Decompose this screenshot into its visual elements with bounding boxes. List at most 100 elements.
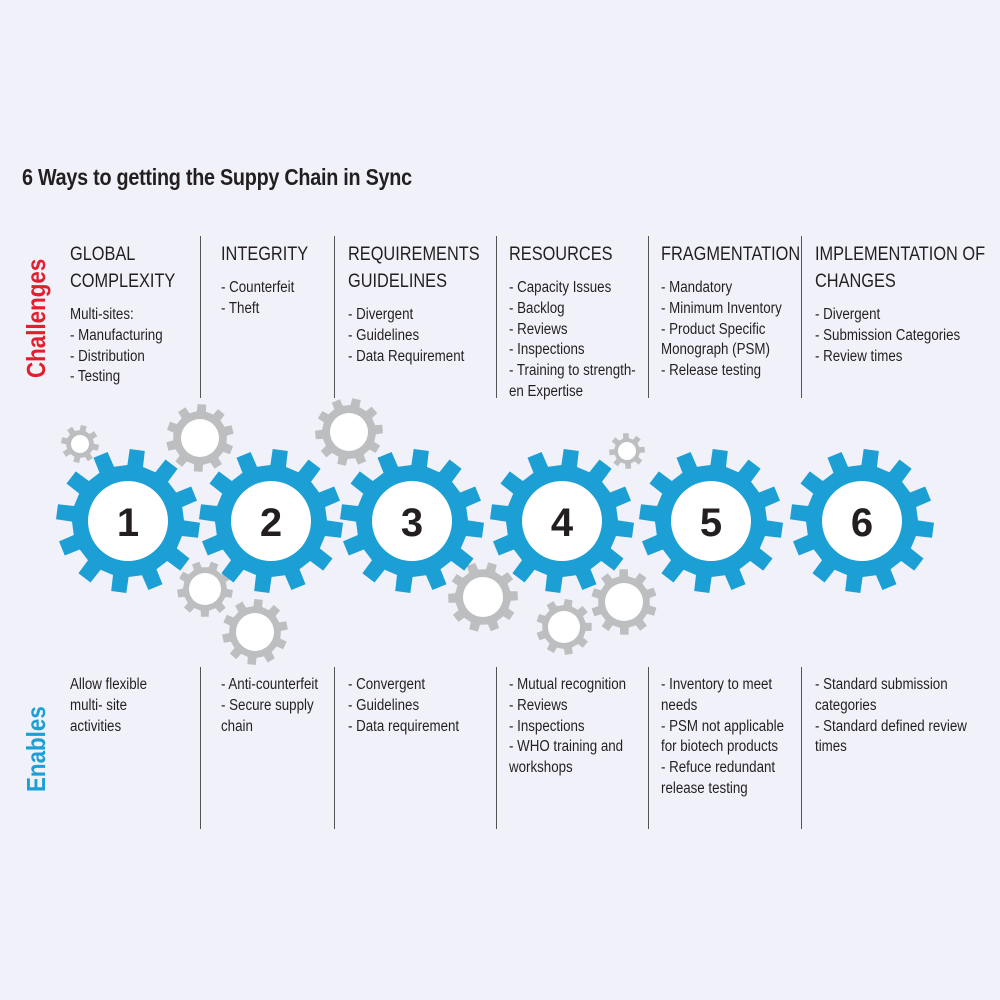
enable-column: - Inventory to meet needs - PSM not applic… <box>648 667 804 829</box>
challenge-heading: IMPLEMENTATION OF CHANGES <box>815 241 1000 295</box>
challenge-item: - Counterfeit <box>221 279 295 296</box>
challenge-item: - Theft <box>221 299 260 317</box>
challenge-item: - Review times <box>815 347 903 365</box>
enable-column: - Standard submission categories - Standar… <box>801 667 992 829</box>
challenge-item: - Capacity Issues <box>509 279 612 296</box>
challenge-heading: INTEGRITY <box>221 241 322 268</box>
challenge-item: - Mandatory <box>661 279 733 296</box>
challenge-column: INTEGRITY - Counterfeit - Theft <box>200 236 322 398</box>
challenge-heading-line: IMPLEMENTATION OF <box>815 244 986 265</box>
challenge-item: en Expertise <box>509 382 584 400</box>
gray-gear-icon-hole <box>618 442 636 460</box>
challenge-column: IMPLEMENTATION OF CHANGES - Divergent- Sub… <box>801 236 1000 398</box>
gray-gear-icon-hole <box>71 435 89 453</box>
challenge-heading-line: GUIDELINES <box>348 271 447 292</box>
challenge-column: REQUIREMENTS GUIDELINES - Divergent - Guide… <box>334 236 501 398</box>
enable-item: release testing <box>661 779 748 797</box>
challenge-column: FRAGMENTATION - Mandatory - Minimum Invent… <box>648 236 823 398</box>
enable-column: - Convergent - Guidelines - Data requireme… <box>334 667 477 829</box>
challenge-item: - Training to strength- <box>509 362 636 380</box>
challenge-heading-line: COMPLEXITY <box>70 271 176 292</box>
enable-item: - Anti-counterfeit <box>221 676 319 693</box>
enable-item: workshops <box>509 759 573 777</box>
enable-item: needs <box>661 696 698 714</box>
enable-item: - Refuce redundant <box>661 759 776 777</box>
challenge-list: - Mandatory - Minimum Inventory - Product … <box>661 278 823 382</box>
enable-column: Allow flexible multi- site activities <box>70 667 160 829</box>
enable-item: for biotech products <box>661 738 779 756</box>
challenge-heading-line: CHANGES <box>815 271 896 292</box>
enable-item: - Inventory to meet <box>661 676 773 693</box>
numbered-gear-icon-hole <box>88 481 168 561</box>
challenge-item: - Minimum Inventory <box>661 299 782 317</box>
enable-item: - Secure supply <box>221 696 314 714</box>
challenge-item: - Backlog <box>509 299 565 317</box>
gray-gear-icon-hole <box>236 613 274 651</box>
enable-item: multi- site <box>70 696 128 714</box>
challenge-heading-line: RESOURCES <box>509 244 613 265</box>
enable-item: - PSM not applicable <box>661 717 785 735</box>
challenge-item: - Release testing <box>661 362 762 380</box>
challenge-heading: REQUIREMENTS GUIDELINES <box>348 241 501 295</box>
challenge-item: - Submission Categories <box>815 326 961 344</box>
challenge-heading: RESOURCES <box>509 241 656 268</box>
numbered-gear-icon-hole <box>231 481 311 561</box>
challenge-list: Multi-sites: - Manufacturing - Distributio… <box>70 305 192 388</box>
enable-item: categories <box>815 696 877 714</box>
numbered-gear-icon-hole <box>522 481 602 561</box>
challenge-list: - Divergent - Guidelines - Data Requiremen… <box>348 305 501 367</box>
gray-gear-icon-hole <box>181 419 219 457</box>
page-title: 6 Ways to getting the Suppy Chain in Syn… <box>22 164 412 190</box>
challenge-heading: GLOBAL COMPLEXITY <box>70 241 192 295</box>
challenge-heading-line: REQUIREMENTS <box>348 244 480 265</box>
challenge-item: Monograph (PSM) <box>661 341 770 359</box>
challenge-heading-line: GLOBAL <box>70 244 136 265</box>
gear-number: 2 <box>260 501 282 545</box>
gray-gear-icon-hole <box>605 583 643 621</box>
challenge-heading-line: INTEGRITY <box>221 244 309 265</box>
enable-item: - Reviews <box>509 696 568 714</box>
gray-gear-icon-hole <box>330 413 368 451</box>
challenge-intro: Multi-sites: <box>70 306 134 323</box>
challenge-item: - Manufacturing <box>70 326 163 344</box>
enable-item: - Standard defined review <box>815 717 967 735</box>
challenge-column: RESOURCES - Capacity Issues - Backlog - Rev… <box>496 236 656 400</box>
challenge-column: GLOBAL COMPLEXITY Multi-sites: - Manufactur… <box>70 236 192 398</box>
enable-item: - Data requirement <box>348 717 460 735</box>
gear-number: 3 <box>401 501 423 545</box>
challenge-list: - Counterfeit - Theft <box>221 278 322 320</box>
enable-item: - Inspections <box>509 717 585 735</box>
challenge-item: - Guidelines <box>348 326 420 344</box>
challenge-heading: FRAGMENTATION <box>661 241 823 268</box>
gray-gear-icon-hole <box>189 573 221 605</box>
gear-number: 5 <box>700 501 722 545</box>
numbered-gear-icon-hole <box>671 481 751 561</box>
numbered-gear-icon-hole <box>372 481 452 561</box>
challenge-item: - Divergent <box>348 306 414 323</box>
gray-gear-icon-hole <box>463 577 503 617</box>
enable-item: Allow flexible <box>70 676 148 693</box>
enable-item: - Guidelines <box>348 696 420 714</box>
challenge-item: - Product Specific <box>661 320 766 338</box>
challenge-list: - Capacity Issues - Backlog - Reviews - Ins… <box>509 278 656 403</box>
enable-column: - Mutual recognition - Reviews - Inspectio… <box>496 667 645 829</box>
gray-gear-icon-hole <box>548 611 580 643</box>
gear-number: 6 <box>851 501 873 545</box>
enable-item: - WHO training and <box>509 738 624 756</box>
challenge-item: - Reviews <box>509 320 568 338</box>
challenge-item: - Data Requirement <box>348 347 465 365</box>
enable-item: activities <box>70 717 122 735</box>
challenge-item: - Inspections <box>509 341 585 359</box>
challenge-list: - Divergent- Submission Categories- Revi… <box>815 305 1000 367</box>
enable-item: - Convergent <box>348 676 426 693</box>
challenge-item: - Testing <box>70 368 121 386</box>
challenge-item: - Distribution <box>70 347 145 365</box>
enable-item: - Standard submission <box>815 676 948 693</box>
enable-item: times <box>815 738 847 756</box>
enable-item: - Mutual recognition <box>509 676 627 693</box>
gear-number: 4 <box>551 501 574 545</box>
numbered-gear-icon-hole <box>822 481 902 561</box>
gear-number: 1 <box>117 501 139 545</box>
